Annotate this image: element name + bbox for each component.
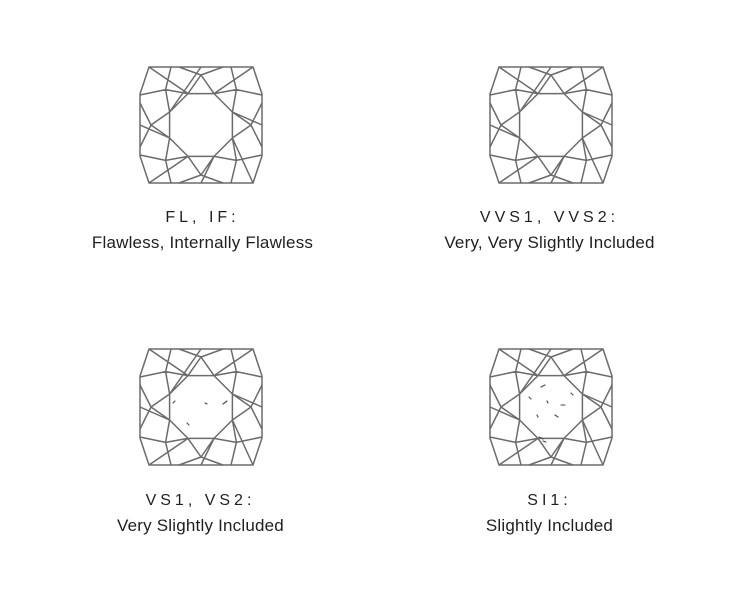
grade-label: VVS1, VVS2:: [479, 209, 620, 226]
inclusion-mark: [186, 422, 190, 426]
grade-description: Slightly Included: [485, 516, 614, 535]
grade-label: SI1:: [527, 492, 572, 509]
grade-description: Very, Very Slightly Included: [444, 233, 655, 252]
inclusion-mark: [570, 392, 574, 396]
inclusion-mark: [172, 400, 176, 404]
inclusion-mark: [536, 414, 539, 418]
cushion-diamond-icon: [489, 66, 613, 184]
inclusion-mark: [528, 396, 532, 400]
cushion-diamond-icon: [139, 66, 263, 184]
inclusion-mark: [542, 440, 547, 443]
cushion-diamond-icon: [139, 348, 263, 466]
inclusion-mark: [538, 436, 544, 440]
inclusion-mark: [546, 400, 549, 404]
grade-label: FL, IF:: [165, 209, 240, 226]
grade-label: VS1, VS2:: [145, 492, 256, 509]
inclusion-mark: [540, 384, 546, 388]
grade-description: Flawless, Internally Flawless: [91, 233, 314, 252]
inclusion-mark: [554, 414, 559, 418]
inclusion-mark: [204, 402, 208, 405]
inclusion-mark: [222, 400, 228, 405]
cushion-diamond-icon: [489, 348, 613, 466]
grade-description: Very Slightly Included: [117, 516, 284, 535]
